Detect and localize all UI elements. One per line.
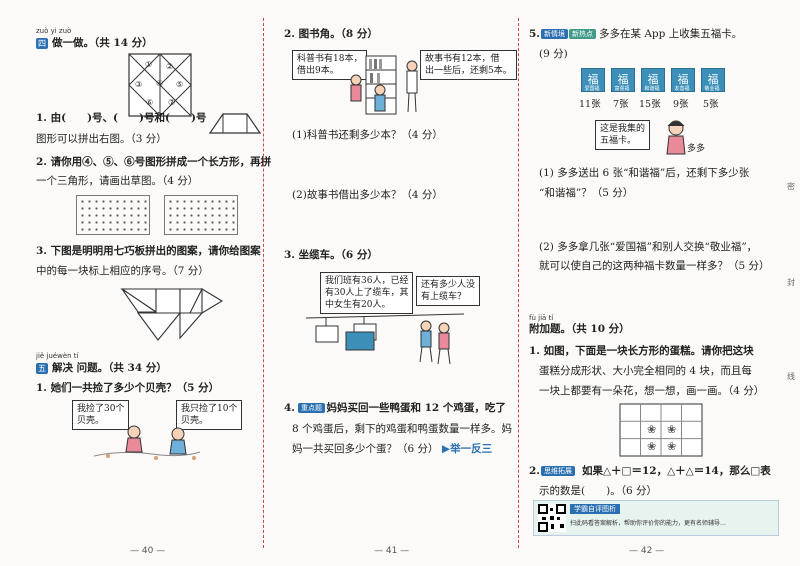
bookshelf-illustration — [350, 55, 418, 115]
tangram-number: ⑤ — [176, 80, 184, 89]
speech-bubble: 我捡了30个贝壳。 — [72, 400, 130, 430]
trapezoid-figure — [209, 113, 261, 134]
question-text: 妈一共买回多少个蛋？（6 分） — [292, 443, 439, 455]
question-text: 一个三角形，请画出草图。（4 分） — [36, 175, 199, 187]
qr-subtext: 扫此码看答案解析，帮助你评价你的能力，更有名师辅导… — [570, 520, 727, 527]
dot-grid-2[interactable] — [164, 195, 238, 235]
fu-card-count: 5张 — [703, 99, 719, 110]
question-text: (2) 多多拿几张“爱国福”和别人交换“敬业福”， — [539, 241, 758, 253]
question-text: (1) 多多送出 6 张“和谐福”后，还剩下多少张 — [539, 167, 750, 179]
flower-icon: ❀ — [667, 423, 677, 436]
flower-icon: ❀ — [667, 440, 677, 453]
question-text: 蛋糕分成形状、大小完全相同的 4 块，而且每 — [539, 365, 752, 377]
question-text: 中的每一块标上相应的序号。（7 分） — [36, 265, 209, 277]
seal-line-char: 线 — [787, 372, 795, 381]
section-pinyin: zuò yi zuò — [36, 27, 72, 35]
speech-bubble: 我们班有36人，已经有30人上了缆车，其中女生有20人。 — [320, 272, 414, 314]
seal-line-char: 封 — [787, 278, 795, 287]
question-text: 2. 请你用④、⑤、⑥号图形拼成一个长方形，再拼 — [36, 156, 272, 168]
tangram-number: ⑦ — [168, 98, 176, 107]
fu-card: 福 — [581, 68, 605, 92]
fu-card: 福 — [641, 68, 665, 92]
tangram-pattern-figure[interactable] — [118, 284, 224, 344]
speech-bubble: 这是我集的五福卡。 — [595, 120, 651, 150]
question-text: 多多在某 App 上收集五福卡。 — [599, 28, 743, 40]
question-text: 1. 由( )号、( )号和( )号 — [36, 112, 207, 124]
dot-grid-1[interactable] — [76, 195, 150, 235]
fu-card-count: 7张 — [613, 99, 629, 110]
girl-duoduo-illustration — [666, 120, 686, 155]
fu-card: 福 — [671, 68, 695, 92]
speech-bubble: 我只捡了10个贝壳。 — [176, 400, 243, 430]
middle-column: 2. 图书角。（8 分） 科普书有18本，借出9本。 故事书有12本，借出一些后… — [264, 0, 518, 566]
question-text: 3. 下图是明明用七巧板拼出的图案，请你给图案 — [36, 245, 261, 257]
girls-collecting-shells-illustration — [93, 425, 201, 460]
question-text: 示的数是( )。（6 分） — [539, 485, 657, 497]
fu-card: 福 — [611, 68, 635, 92]
section-title: 做一做。（共 14 分） — [52, 37, 153, 49]
column-divider — [518, 18, 519, 548]
speech-bubble: 故事书有12本，借出一些后，还剩5本。 — [420, 50, 517, 80]
column-divider — [263, 18, 264, 548]
question-text: 就可以使自己的这两种福卡数量一样多？（5 分） — [539, 260, 770, 272]
left-column: zuò yi zuò 四 做一做。（共 14 分） ① ② ③ ④ ⑤ ⑥ ⑦ … — [0, 0, 271, 566]
question-score: (9 分) — [539, 48, 568, 60]
question-text: 2. 图书角。（8 分） — [284, 28, 378, 40]
fu-card-count: 15张 — [639, 99, 661, 110]
tangram-number: ④ — [156, 79, 164, 88]
seal-line-char: 密 — [787, 182, 795, 191]
thinking-extension-tag: 思维拓展 — [541, 466, 575, 476]
fu-card-count: 9张 — [673, 99, 689, 110]
tangram-number: ② — [166, 62, 174, 71]
fu-card-caption: 和谐福 — [644, 86, 660, 92]
qr-section: 学霸自评图析 扫此码看答案解析，帮助你评价你的能力，更有名师辅导… — [533, 500, 779, 536]
page-number: — 40 — — [130, 546, 166, 556]
question-text: 2. 如果△＋□＝12，△＋△＝14，那么□表 — [529, 465, 771, 477]
key-question-tag: 重点题 — [298, 403, 325, 413]
section-pinyin: jiě juéwèn tí — [36, 352, 79, 360]
tangram-number: ⑥ — [146, 98, 154, 107]
tangram-square-figure — [128, 53, 192, 117]
page-number: — 41 — — [374, 546, 410, 556]
section-badge: 五 — [36, 363, 48, 374]
fu-card-count: 11张 — [579, 99, 601, 110]
new-hotspot-tag: 新热点 — [569, 29, 596, 39]
character-name: 多多 — [687, 144, 706, 154]
practice-link[interactable]: ▶举一反三 — [442, 443, 493, 455]
question-text: (2)故事书借出多少本？（4 分） — [292, 189, 443, 201]
question-text: 1. 她们一共捡了多少个贝壳？（5 分） — [36, 382, 220, 394]
section-title: 解决 问题。（共 34 分） — [52, 362, 167, 374]
new-context-tag: 新情境 — [541, 29, 568, 39]
question-text: 一块上都要有一朵花，想一想，画一画。（4 分） — [539, 385, 765, 397]
question-text: 图形可以拼出右图。（3 分） — [36, 133, 167, 145]
page-number: — 42 — — [629, 546, 665, 556]
question-text: “和谐福”？（5 分） — [539, 187, 634, 199]
question-number: 5. — [529, 28, 540, 40]
qr-banner: 学霸自评图析 — [570, 504, 620, 514]
question-text: 1. 如图，下面是一块长方形的蛋糕。请你把这块 — [529, 345, 754, 357]
speech-bubble: 还有多少人没有上缆车？ — [416, 276, 481, 306]
question-text: 8 个鸡蛋后，剩下的鸡蛋和鸭蛋数量一样多。妈 — [292, 423, 513, 435]
question-text: 3. 坐缆车。（6 分） — [284, 249, 378, 261]
fu-card-caption: 富强福 — [614, 86, 630, 92]
fu-card: 福 — [701, 68, 725, 92]
fu-card-caption: 敬业福 — [704, 86, 720, 92]
fu-card-caption: 友善福 — [674, 86, 690, 92]
flower-icon: ❀ — [647, 423, 657, 436]
right-column: 5. 新情境 新热点 多多在某 App 上收集五福卡。 (9 分) 福 福 福 … — [519, 0, 800, 566]
qr-code-icon[interactable] — [538, 504, 566, 532]
section-title: 附加题。（共 10 分） — [529, 323, 630, 335]
cable-car-illustration — [306, 313, 465, 365]
question-text: (1)科普书还剩多少本？（4 分） — [292, 129, 443, 141]
section-pinyin: fù jiā tí — [529, 314, 554, 322]
tangram-number: ① — [145, 60, 153, 69]
cake-grid-figure[interactable] — [619, 403, 703, 457]
section-badge: 四 — [36, 38, 48, 49]
question-text: 4. 妈妈买回一些鸭蛋和 12 个鸡蛋，吃了 — [284, 402, 506, 414]
flower-icon: ❀ — [647, 440, 657, 453]
fu-card-caption: 爱国福 — [584, 86, 600, 92]
tangram-number: ③ — [135, 80, 143, 89]
